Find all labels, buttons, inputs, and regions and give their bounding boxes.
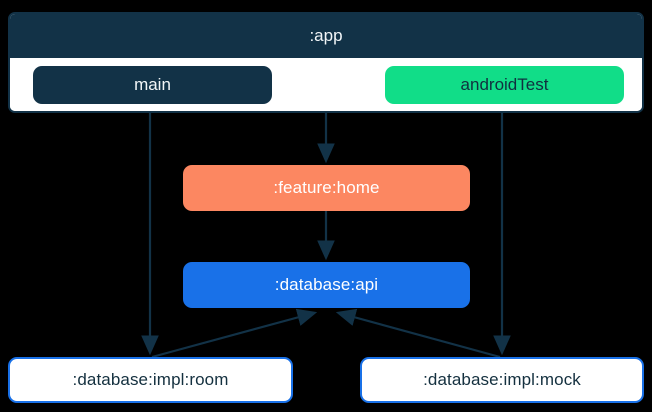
module-node-database-impl-room[interactable]: :database:impl:room [8, 357, 293, 403]
edge-impl-mock-to-database-api [335, 308, 501, 359]
source-set-androidtest[interactable]: androidTest [385, 66, 624, 104]
source-set-main[interactable]: main [33, 66, 272, 104]
app-module-container[interactable]: :app main androidTest [8, 12, 644, 113]
module-node-feature-home[interactable]: :feature:home [183, 165, 470, 211]
module-node-database-api[interactable]: :database:api [183, 262, 470, 308]
app-module-body: main androidTest [10, 58, 642, 111]
module-node-database-impl-mock[interactable]: :database:impl:mock [360, 357, 644, 403]
edge-impl-room-to-database-api [151, 308, 318, 359]
app-module-title: :app [10, 14, 642, 58]
